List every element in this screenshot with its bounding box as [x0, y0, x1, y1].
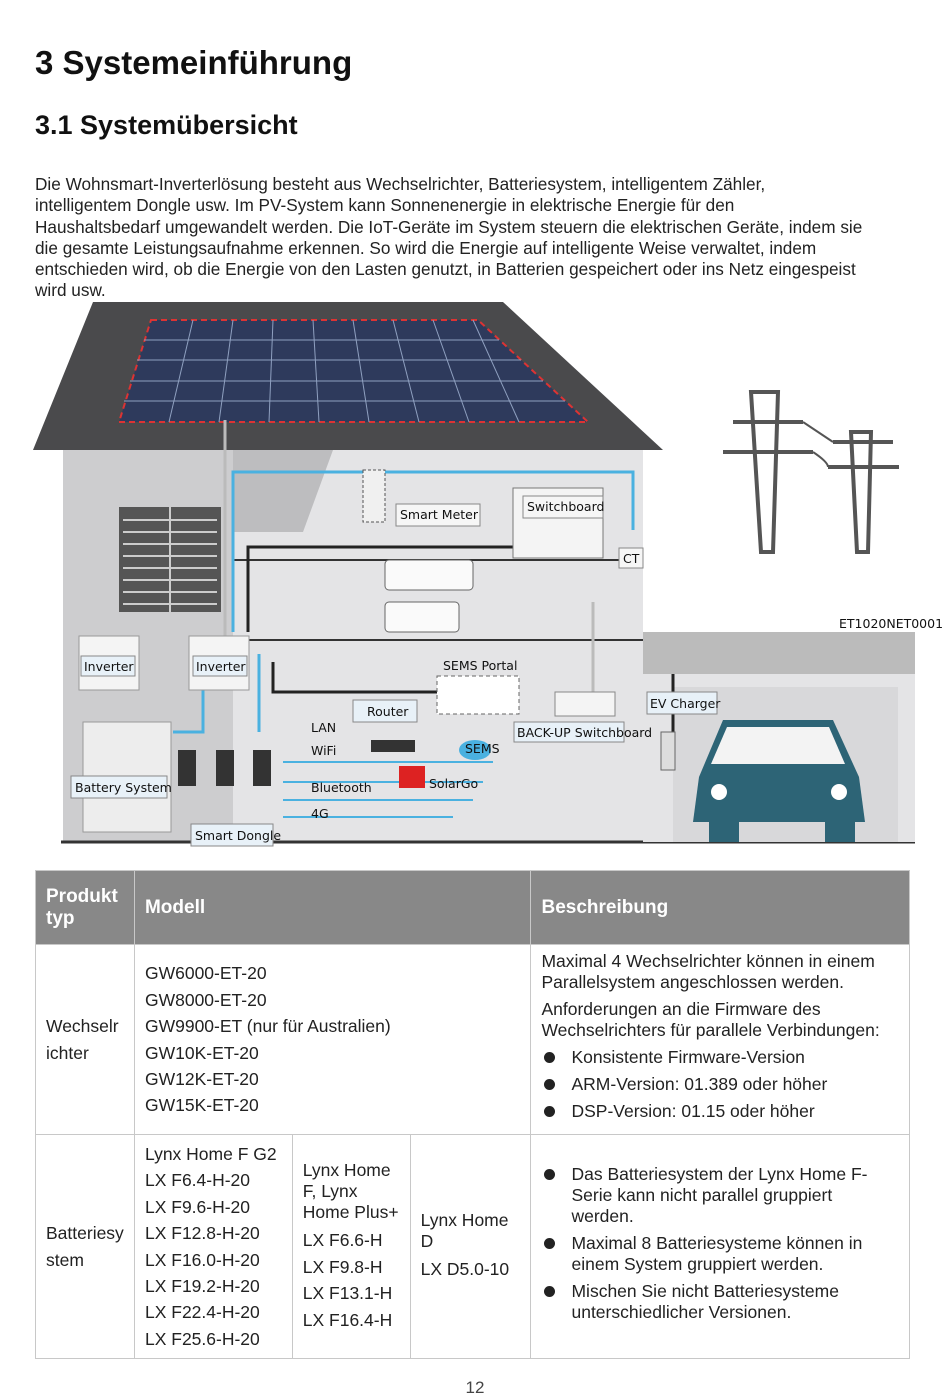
sems-cloud-icon	[459, 740, 491, 760]
desc-bullet: DSP-Version: 01.15 oder höher	[541, 1101, 899, 1122]
intro-line: Die Wohnsmart-Inverterlösung besteht aus…	[35, 174, 766, 194]
intro-line: wird usw.	[35, 280, 106, 301]
inverter-models: GW6000-ET-20 GW8000-ET-20 GW9900-ET (nur…	[133, 944, 532, 1135]
solar-panel	[117, 319, 591, 423]
row-type-battery: Batteriesy stem	[35, 1133, 135, 1360]
desc-bullet: Das Batteriesystem der Lynx Home F-Serie…	[541, 1164, 899, 1227]
smart-meter-label: Smart Meter	[400, 507, 479, 522]
backup-switchboard-device	[554, 691, 616, 717]
model-item: GW9900-ET (nur für Australien)	[144, 1016, 391, 1037]
system-overview-diagram: ET1020NET0001 Smart Meter Switchboard CT…	[33, 302, 943, 847]
appliances-icon	[384, 559, 474, 591]
model-item: LX F19.2-H-20	[144, 1276, 260, 1297]
desc-bullet: Maximal 8 Batteriesysteme können in eine…	[541, 1233, 899, 1275]
router-icon	[371, 740, 415, 752]
sems-portal-devices	[436, 675, 520, 715]
power-pylon-icon	[723, 390, 899, 554]
model-item: GW8000-ET-20	[144, 989, 267, 1010]
subsection-heading: 3.1 Systemübersicht	[35, 110, 298, 140]
header-product-type: Produkt typ	[35, 870, 135, 945]
battery-models-f-g2: Lynx Home F G2 LX F6.4-H-20 LX F9.6-H-20…	[133, 1133, 293, 1360]
header-description: Beschreibung	[530, 870, 910, 945]
model-item: LX F25.6-H-20	[144, 1328, 260, 1349]
desc-paragraph: Anforderungen an die Firmware des Wechse…	[541, 999, 880, 1040]
model-item: LX F16.0-H-20	[144, 1249, 260, 1270]
table-row: Wechselr ichter GW6000-ET-20 GW8000-ET-2…	[35, 944, 910, 1135]
solargo-logo	[399, 766, 425, 788]
ev-charger-device	[660, 731, 676, 771]
model-item: LX F6.6-H	[302, 1230, 383, 1251]
inverter-1-label: Inverter	[84, 659, 134, 674]
intro-paragraph: Die Wohnsmart-Inverterlösung besteht aus…	[35, 174, 915, 302]
table-row: Batteriesy stem Lynx Home F G2 LX F6.4-H…	[35, 1133, 910, 1360]
wifi-label: WiFi	[311, 743, 336, 758]
model-item: GW10K-ET-20	[144, 1042, 259, 1063]
switchboard-label: Switchboard	[527, 499, 604, 514]
row-type-inverter: Wechselr ichter	[35, 944, 135, 1135]
model-item: LX F13.1-H	[302, 1283, 393, 1304]
intro-line: entschieden wird, ob die Energie von den…	[35, 259, 856, 280]
desc-bullet: Mischen Sie nicht Batteriesysteme unters…	[541, 1281, 899, 1323]
4g-label: 4G	[311, 806, 329, 821]
model-item: GW6000-ET-20	[144, 963, 267, 984]
battery-description: Das Batteriesystem der Lynx Home F-Serie…	[530, 1133, 910, 1360]
model-item: LX F16.4-H	[302, 1309, 393, 1330]
page-number: 12	[465, 1378, 485, 1397]
smart-dongle-label: Smart Dongle	[195, 828, 281, 843]
sems-cloud-label: SEMS	[465, 741, 500, 756]
bluetooth-label: Bluetooth	[311, 780, 372, 795]
smart-meter-device	[362, 469, 386, 523]
intro-line: die gesamte Leistungsaufnahme erkennen. …	[35, 237, 817, 258]
header-model: Modell	[133, 870, 532, 945]
model-item: LX F6.4-H-20	[144, 1170, 251, 1191]
model-item: LX F22.4-H-20	[144, 1302, 260, 1323]
model-group-title: Lynx Home D	[420, 1210, 509, 1252]
table-header-row: Produkt typ Modell Beschreibung	[35, 870, 910, 945]
battery-models-f-plus: Lynx Home F, Lynx Home Plus+ LX F6.6-H L…	[291, 1133, 411, 1360]
model-item: LX D5.0-10	[420, 1259, 510, 1280]
diagram-code: ET1020NET0001	[839, 616, 943, 631]
inverter-description: Maximal 4 Wechselrichter können in einem…	[530, 944, 910, 1135]
model-item: GW12K-ET-20	[144, 1068, 259, 1089]
desc-paragraph: Maximal 4 Wechselrichter können in einem…	[541, 951, 875, 992]
car-icon	[693, 720, 865, 842]
intro-line: Haushaltsbedarf umgewandelt werden. Die …	[35, 216, 863, 237]
sems-portal-label: SEMS Portal	[443, 658, 517, 673]
model-item: LX F9.6-H-20	[144, 1196, 251, 1217]
ct-label: CT	[623, 551, 640, 566]
battery-system-label: Battery System	[75, 780, 172, 795]
model-item: LX F12.8-H-20	[144, 1223, 260, 1244]
model-item: Lynx Home F G2	[144, 1144, 277, 1164]
product-table: Produkt typ Modell Beschreibung Wechselr…	[35, 870, 910, 1360]
battery-models-d: Lynx Home D LX D5.0-10	[409, 1133, 532, 1360]
lan-label: LAN	[311, 720, 336, 735]
desc-bullet: Konsistente Firmware-Version	[541, 1047, 899, 1068]
desc-bullet: ARM-Version: 01.389 oder höher	[541, 1074, 899, 1095]
model-item: GW15K-ET-20	[144, 1095, 259, 1116]
solargo-label: SolarGo	[429, 776, 478, 791]
window	[119, 507, 221, 612]
model-item: LX F9.8-H	[302, 1256, 383, 1277]
ev-charger-label: EV Charger	[650, 696, 721, 711]
intro-line: intelligentem Dongle usw. Im PV-System k…	[35, 195, 735, 216]
backup-switchboard-label: BACK-UP Switchboard	[517, 725, 652, 740]
devices-icon	[384, 601, 460, 633]
garage-roof	[643, 632, 915, 674]
section-heading: 3 Systemeinführung	[35, 44, 353, 81]
model-group-title: Lynx Home F, Lynx Home Plus+	[302, 1160, 399, 1223]
router-label: Router	[367, 704, 409, 719]
smart-dongle-device	[178, 750, 271, 786]
inverter-2-label: Inverter	[196, 659, 246, 674]
